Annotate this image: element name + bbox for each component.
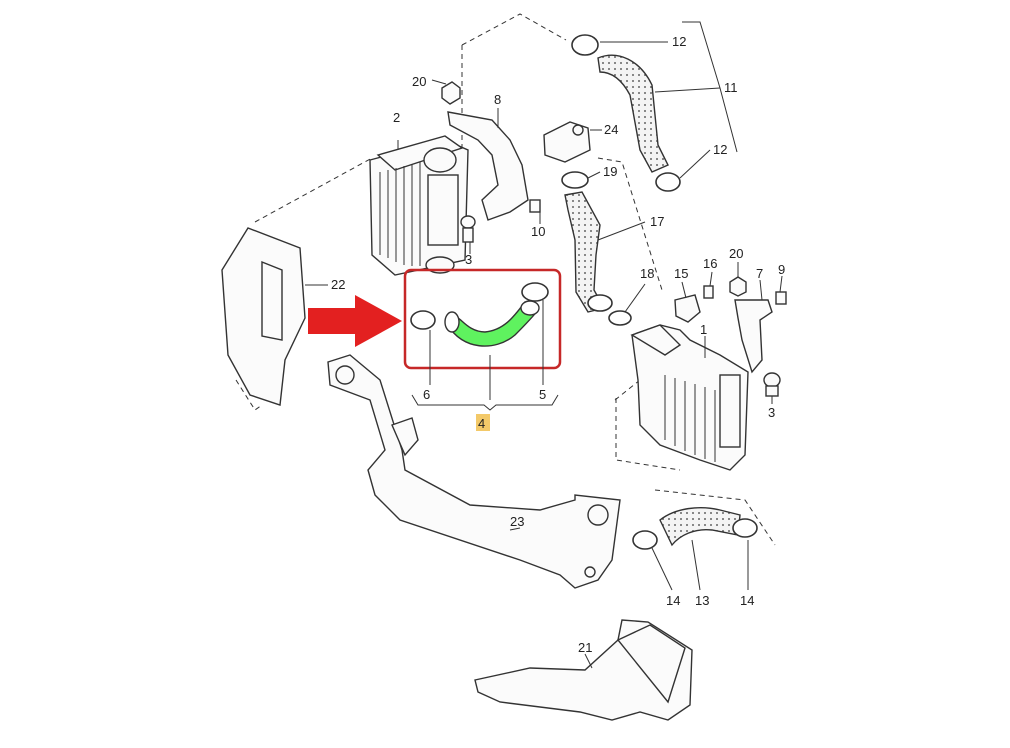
highlight-box — [403, 268, 562, 370]
label-3-left[interactable]: 3 — [465, 252, 472, 267]
pointer-arrow — [308, 295, 402, 347]
label-7[interactable]: 7 — [756, 266, 763, 281]
label-4[interactable]: 4 — [478, 416, 485, 431]
group-outline-top — [461, 13, 567, 46]
label-14-right[interactable]: 14 — [740, 593, 754, 608]
intercooler-right-1 — [630, 324, 749, 471]
bracket-7 — [734, 279, 773, 374]
label-20-right[interactable]: 20 — [729, 246, 743, 261]
label-13[interactable]: 13 — [695, 593, 709, 608]
label-21[interactable]: 21 — [578, 640, 592, 655]
label-18[interactable]: 18 — [640, 266, 654, 281]
hose-upper-11 — [571, 21, 738, 192]
selected-hose-4[interactable] — [410, 282, 559, 411]
label-12-bottom[interactable]: 12 — [713, 142, 727, 157]
label-19[interactable]: 19 — [603, 164, 617, 179]
label-16[interactable]: 16 — [703, 256, 717, 271]
intercooler-left-2 — [369, 135, 469, 276]
label-17[interactable]: 17 — [650, 214, 664, 229]
label-20-top[interactable]: 20 — [412, 74, 426, 89]
label-9[interactable]: 9 — [778, 262, 785, 277]
label-23[interactable]: 23 — [510, 514, 524, 529]
label-8[interactable]: 8 — [494, 92, 501, 107]
group-outline-lower-right — [654, 489, 776, 546]
label-15[interactable]: 15 — [674, 266, 688, 281]
cross-member-23 — [327, 354, 621, 589]
valve-24 — [543, 121, 602, 163]
nut-20-right — [729, 262, 747, 297]
label-24[interactable]: 24 — [604, 122, 618, 137]
hose-lower-13 — [632, 507, 758, 591]
label-10[interactable]: 10 — [531, 224, 545, 239]
sensor-15 — [674, 281, 701, 323]
label-5[interactable]: 5 — [539, 387, 546, 402]
air-guide-22 — [221, 227, 328, 406]
label-12-top[interactable]: 12 — [672, 34, 686, 49]
nut-20-top — [431, 79, 461, 105]
label-2[interactable]: 2 — [393, 110, 400, 125]
label-14-left[interactable]: 14 — [666, 593, 680, 608]
hose-center-17 — [561, 171, 646, 326]
air-duct-21 — [474, 619, 693, 721]
group-outline-right — [614, 379, 681, 471]
group-outline-left-bottom — [235, 379, 263, 411]
group-outline-left — [254, 157, 373, 223]
bracket-8 — [447, 108, 529, 221]
selected-label-bg — [476, 414, 490, 431]
bolt-16 — [703, 271, 714, 299]
bolt-9 — [775, 275, 787, 305]
label-11[interactable]: 11 — [724, 80, 738, 95]
mount-3-left — [460, 215, 476, 254]
label-6[interactable]: 6 — [423, 387, 430, 402]
label-22[interactable]: 22 — [331, 277, 345, 292]
bolt-10 — [529, 199, 541, 224]
label-3-right[interactable]: 3 — [768, 405, 775, 420]
label-1[interactable]: 1 — [700, 322, 707, 337]
mount-3-right — [763, 372, 781, 404]
